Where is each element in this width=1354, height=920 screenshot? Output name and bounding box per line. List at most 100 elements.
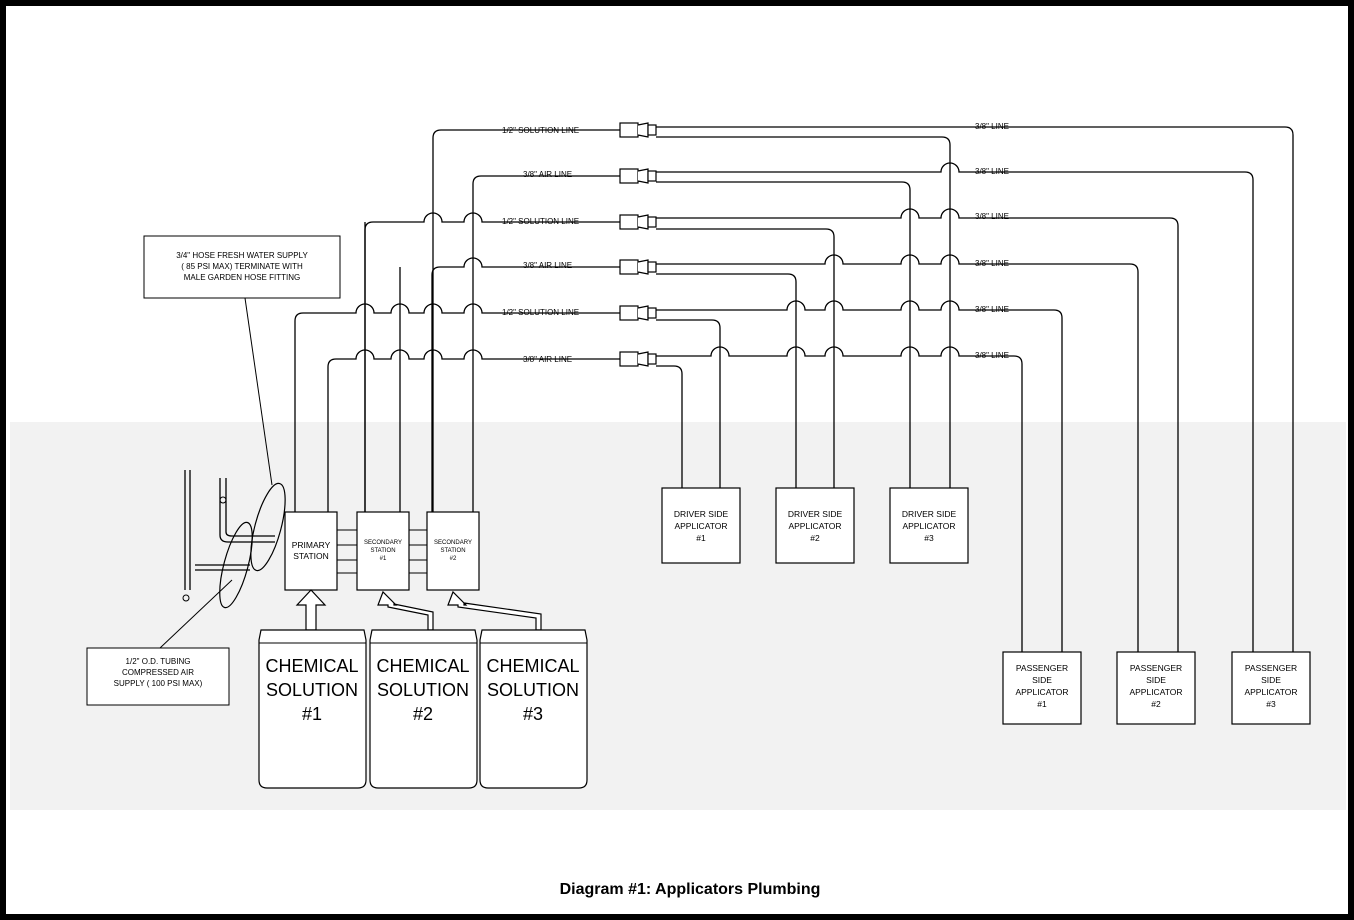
- line-connector: [619, 214, 657, 230]
- pipe-segment: [431, 266, 441, 512]
- driver-applicator-1: DRIVER SIDE APPLICATOR #1: [661, 487, 741, 564]
- supply-line-label: 3/8" AIR LINE: [523, 170, 572, 179]
- callout-line: SUPPLY ( 100 PSI MAX): [114, 679, 203, 688]
- supply-line-label: 3/8" AIR LINE: [523, 355, 572, 364]
- line-connector: [619, 168, 657, 184]
- line-connector: [619, 259, 657, 275]
- pipe-segment: [440, 257, 620, 268]
- applicator-label: SIDE: [1032, 675, 1052, 685]
- pipe-segment: [472, 175, 482, 512]
- chemical-label: CHEMICAL: [486, 656, 579, 676]
- air-supply-callout: 1/2" O.D. TUBING COMPRESSED AIR SUPPLY (…: [86, 579, 233, 706]
- station-label: PRIMARY: [292, 540, 331, 550]
- chemical-label: #3: [523, 704, 543, 724]
- applicator-label: #3: [1266, 699, 1276, 709]
- driver-applicator-2: DRIVER SIDE APPLICATOR #2: [775, 487, 855, 564]
- pipe-segment: [656, 319, 721, 488]
- callout-line: ( 85 PSI MAX) TERMINATE WITH: [181, 262, 303, 271]
- pipe-segment: [373, 212, 620, 223]
- secondary-station-1: SECONDARY STATION #1: [356, 511, 410, 591]
- supply-line-label: 1/2" SOLUTION LINE: [502, 217, 579, 226]
- applicator-label: PASSENGER: [1016, 663, 1068, 673]
- chemical-solution-2: CHEMICAL SOLUTION #2: [369, 629, 478, 789]
- pipe-segment: [656, 346, 1023, 652]
- supply-line-label: 1/2" SOLUTION LINE: [502, 308, 579, 317]
- applicator-label: PASSENGER: [1130, 663, 1182, 673]
- pipe-segment: [656, 228, 835, 488]
- pipe-segment: [656, 181, 911, 488]
- line-connector: [619, 122, 657, 138]
- applicator-label: SIDE: [1261, 675, 1281, 685]
- chemical-label: SOLUTION: [377, 680, 469, 700]
- applicator-label: #2: [1151, 699, 1161, 709]
- pipe-segment: [656, 136, 951, 488]
- station-label: #2: [450, 556, 457, 562]
- applicator-label: #3: [924, 533, 934, 543]
- line-connectors: [619, 122, 657, 367]
- applicator-label: SIDE: [1146, 675, 1166, 685]
- applicator-label: APPLICATOR: [788, 521, 841, 531]
- applicator-label: PASSENGER: [1245, 663, 1297, 673]
- pipe-segment: [327, 358, 337, 512]
- applicator-label: DRIVER SIDE: [788, 509, 843, 519]
- line-connector: [619, 305, 657, 321]
- chemical-label: CHEMICAL: [376, 656, 469, 676]
- pipe-segment: [432, 129, 442, 512]
- applicator-line-label: 3/8" LINE: [975, 122, 1009, 131]
- water-supply-callout: 3/4" HOSE FRESH WATER SUPPLY ( 85 PSI MA…: [143, 235, 341, 486]
- pipe-segment: [656, 208, 1179, 652]
- applicator-line-label: 3/8" LINE: [975, 351, 1009, 360]
- station-label: SECONDARY: [364, 540, 402, 546]
- applicator-label: #1: [696, 533, 706, 543]
- applicator-line-label: 3/8" LINE: [975, 259, 1009, 268]
- supply-line-labels: 1/2" SOLUTION LINE 3/8" AIR LINE 1/2" SO…: [502, 126, 579, 364]
- passenger-applicator-1: PASSENGER SIDE APPLICATOR #1: [1002, 651, 1082, 725]
- applicator-label: APPLICATOR: [1015, 687, 1068, 697]
- background-band: [10, 422, 1346, 810]
- chemical-solution-3: CHEMICAL SOLUTION #3: [479, 629, 588, 789]
- pipe-segment: [656, 126, 1294, 652]
- pipe-segment: [656, 300, 1063, 652]
- applicator-label: APPLICATOR: [902, 521, 955, 531]
- pipe-segment: [336, 349, 620, 360]
- line-connector: [619, 351, 657, 367]
- chemical-label: SOLUTION: [487, 680, 579, 700]
- applicator-label: APPLICATOR: [1244, 687, 1297, 697]
- applicator-label: APPLICATOR: [674, 521, 727, 531]
- station-interconnects: [337, 529, 427, 574]
- applicator-line-label: 3/8" LINE: [975, 167, 1009, 176]
- station-label: STATION: [293, 551, 329, 561]
- driver-applicator-3: DRIVER SIDE APPLICATOR #3: [889, 487, 969, 564]
- supply-line-label: 1/2" SOLUTION LINE: [502, 126, 579, 135]
- primary-station: PRIMARY STATION: [284, 511, 338, 591]
- pipe-segment: [294, 312, 304, 512]
- callout-line: MALE GARDEN HOSE FITTING: [184, 273, 300, 282]
- secondary-station-2: SECONDARY STATION #2: [426, 511, 480, 591]
- applicator-line-label: 3/8" LINE: [975, 212, 1009, 221]
- callout-line: 1/2" O.D. TUBING: [126, 657, 191, 666]
- passenger-applicator-2: PASSENGER SIDE APPLICATOR #2: [1116, 651, 1196, 725]
- pipe-segment: [656, 365, 683, 488]
- applicator-label: APPLICATOR: [1129, 687, 1182, 697]
- station-label: STATION: [370, 548, 395, 554]
- pipe-segment: [656, 254, 1139, 652]
- pipe-segment: [656, 273, 797, 488]
- station-label: SECONDARY: [434, 540, 472, 546]
- callout-line: 3/4" HOSE FRESH WATER SUPPLY: [176, 251, 308, 260]
- hose-faucet-drawing: [182, 470, 286, 609]
- supply-line-label: 3/8" AIR LINE: [523, 261, 572, 270]
- callout-line: COMPRESSED AIR: [122, 668, 194, 677]
- diagram-caption: Diagram #1: Applicators Plumbing: [560, 881, 821, 898]
- chemical-label: #2: [413, 704, 433, 724]
- passenger-applicator-3: PASSENGER SIDE APPLICATOR #3: [1231, 651, 1311, 725]
- station-label: #1: [380, 556, 387, 562]
- pipe-segment: [303, 303, 620, 314]
- applicator-label: #2: [810, 533, 820, 543]
- chemical-label: SOLUTION: [266, 680, 358, 700]
- applicator-line-label: 3/8" LINE: [975, 305, 1009, 314]
- applicator-line-labels: 3/8" LINE 3/8" LINE 3/8" LINE 3/8" LINE …: [975, 122, 1009, 360]
- applicator-label: DRIVER SIDE: [902, 509, 957, 519]
- pipe-segment: [656, 162, 1254, 652]
